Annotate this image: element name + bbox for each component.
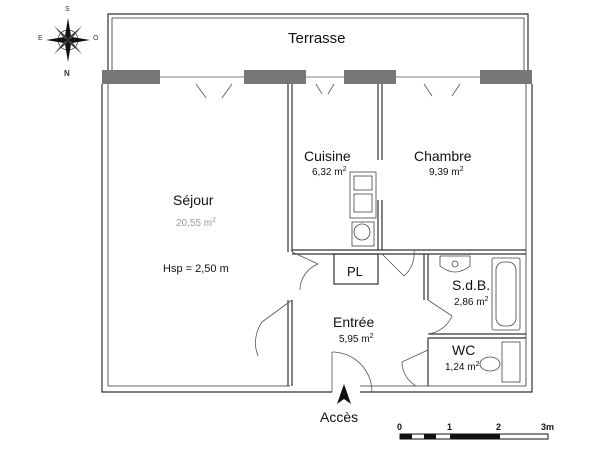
- room-label-sejour: Séjour: [173, 192, 214, 208]
- window-openings: [160, 76, 480, 99]
- exterior-wall-top: [102, 70, 532, 84]
- room-label-terrasse: Terrasse: [288, 30, 346, 47]
- room-area-chambre: 9,39 m2: [429, 166, 464, 178]
- scale-label-2: 2: [496, 422, 502, 432]
- compass-north-label: N: [64, 69, 70, 78]
- scale-label-3m: 3m: [541, 422, 555, 432]
- room-label-entree: Entrée: [333, 314, 375, 330]
- room-area-cuisine: 6,32 m2: [312, 166, 347, 178]
- compass-west-label: O: [93, 35, 99, 42]
- door-swings: [255, 249, 453, 393]
- room-label-pl: PL: [347, 264, 363, 279]
- interior-walls: [287, 84, 526, 386]
- compass-rose-icon: [46, 18, 90, 62]
- wc-fixtures: [479, 341, 521, 383]
- compass-east-label: E: [38, 35, 43, 42]
- bathroom-fixtures: [439, 255, 521, 331]
- room-area-wc: 1,24 m2: [445, 361, 480, 373]
- room-label-chambre: Chambre: [414, 148, 472, 164]
- room-label-sdb: S.d.B.: [452, 277, 491, 293]
- access-arrow-icon: [337, 384, 351, 404]
- access-label: Accès: [320, 409, 359, 425]
- ceiling-height-label: Hsp = 2,50 m: [163, 263, 229, 275]
- scale-label-0: 0: [397, 422, 403, 432]
- room-area-sdb: 2,86 m2: [454, 296, 489, 308]
- room-area-sejour: 20,55 m2: [176, 217, 217, 229]
- room-label-wc: WC: [452, 342, 476, 358]
- terrace-outline: [107, 13, 529, 72]
- room-label-cuisine: Cuisine: [304, 148, 351, 164]
- scale-label-1: 1: [447, 422, 453, 432]
- scale-bar: [399, 433, 549, 440]
- kitchen-fixtures: [349, 171, 377, 247]
- room-area-entree: 5,95 m2: [339, 333, 374, 345]
- compass-south-label: S: [65, 6, 70, 13]
